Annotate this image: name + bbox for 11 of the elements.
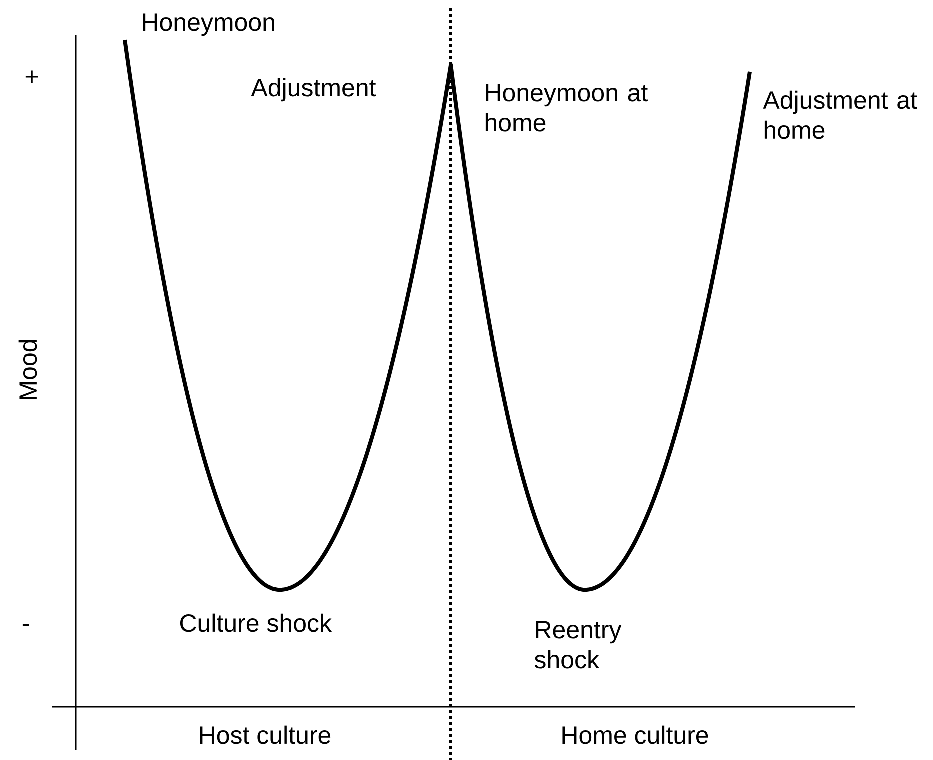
axis-label: Mood [18, 340, 38, 400]
stage-label: Adjustment at home [763, 90, 918, 140]
stage-label: Honeymoon [143, 14, 274, 36]
axis-label: Host culture [200, 726, 331, 744]
stage-label: Adjustment [251, 78, 376, 102]
axis-label: Home culture [562, 726, 708, 744]
axis-tick-label: - [22, 624, 30, 626]
stage-label: Culture shock [180, 614, 332, 632]
axis-tick-label: + [26, 70, 38, 84]
stage-label: Reentry shock [534, 621, 622, 669]
stage-label: Honeymoon at home [486, 84, 648, 132]
